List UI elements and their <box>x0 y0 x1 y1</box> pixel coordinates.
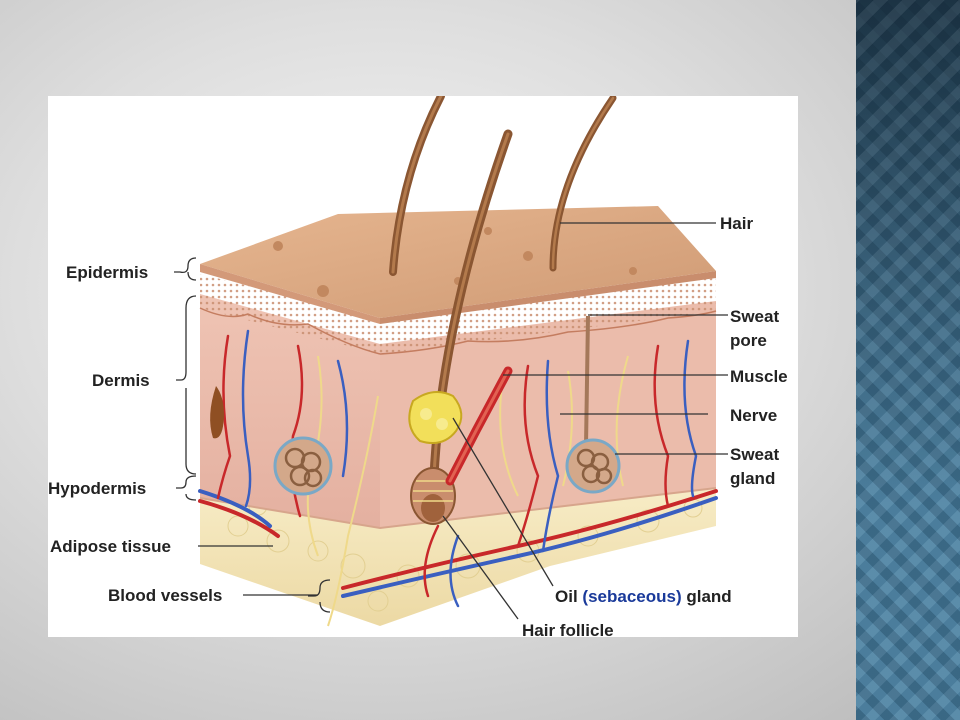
label-nerve: Nerve <box>730 406 777 425</box>
sweat-gland <box>565 315 621 494</box>
label-sweat-pore-2: pore <box>730 331 767 350</box>
label-epidermis: Epidermis <box>66 263 148 282</box>
label-muscle: Muscle <box>730 367 788 386</box>
label-adipose-tissue: Adipose tissue <box>50 537 171 556</box>
sweat-gland-left <box>273 436 333 496</box>
label-hypodermis: Hypodermis <box>48 479 146 498</box>
dermis-layer <box>199 274 717 528</box>
label-sweat-pore-1: Sweat <box>730 307 779 326</box>
label-hair-follicle: Hair follicle <box>522 621 614 637</box>
oil-gland-word-sebaceous: (sebaceous) <box>582 587 681 606</box>
label-sweat-gland-1: Sweat <box>730 445 779 464</box>
label-sweat-gland-2: gland <box>730 469 775 488</box>
label-oil-gland: Oil (sebaceous) gland <box>555 587 732 606</box>
label-dermis: Dermis <box>92 371 150 390</box>
oil-gland <box>408 391 463 444</box>
oil-gland-word-oil: Oil <box>555 587 578 606</box>
hair-follicle <box>410 467 456 525</box>
label-blood-vessels: Blood vessels <box>108 586 222 605</box>
skin-surface <box>200 206 716 324</box>
leader-lines <box>174 222 728 620</box>
arrector-muscle <box>445 366 513 486</box>
label-hair: Hair <box>720 214 753 233</box>
left-pocket <box>210 386 224 439</box>
decorative-sidebar <box>856 0 960 720</box>
skin-diagram-figure: Hair Epidermis Dermis Hypodermis Adipose… <box>48 96 798 637</box>
oil-gland-word-gland: gland <box>686 587 731 606</box>
skin-cross-section-illustration: Hair Epidermis Dermis Hypodermis Adipose… <box>48 96 788 637</box>
